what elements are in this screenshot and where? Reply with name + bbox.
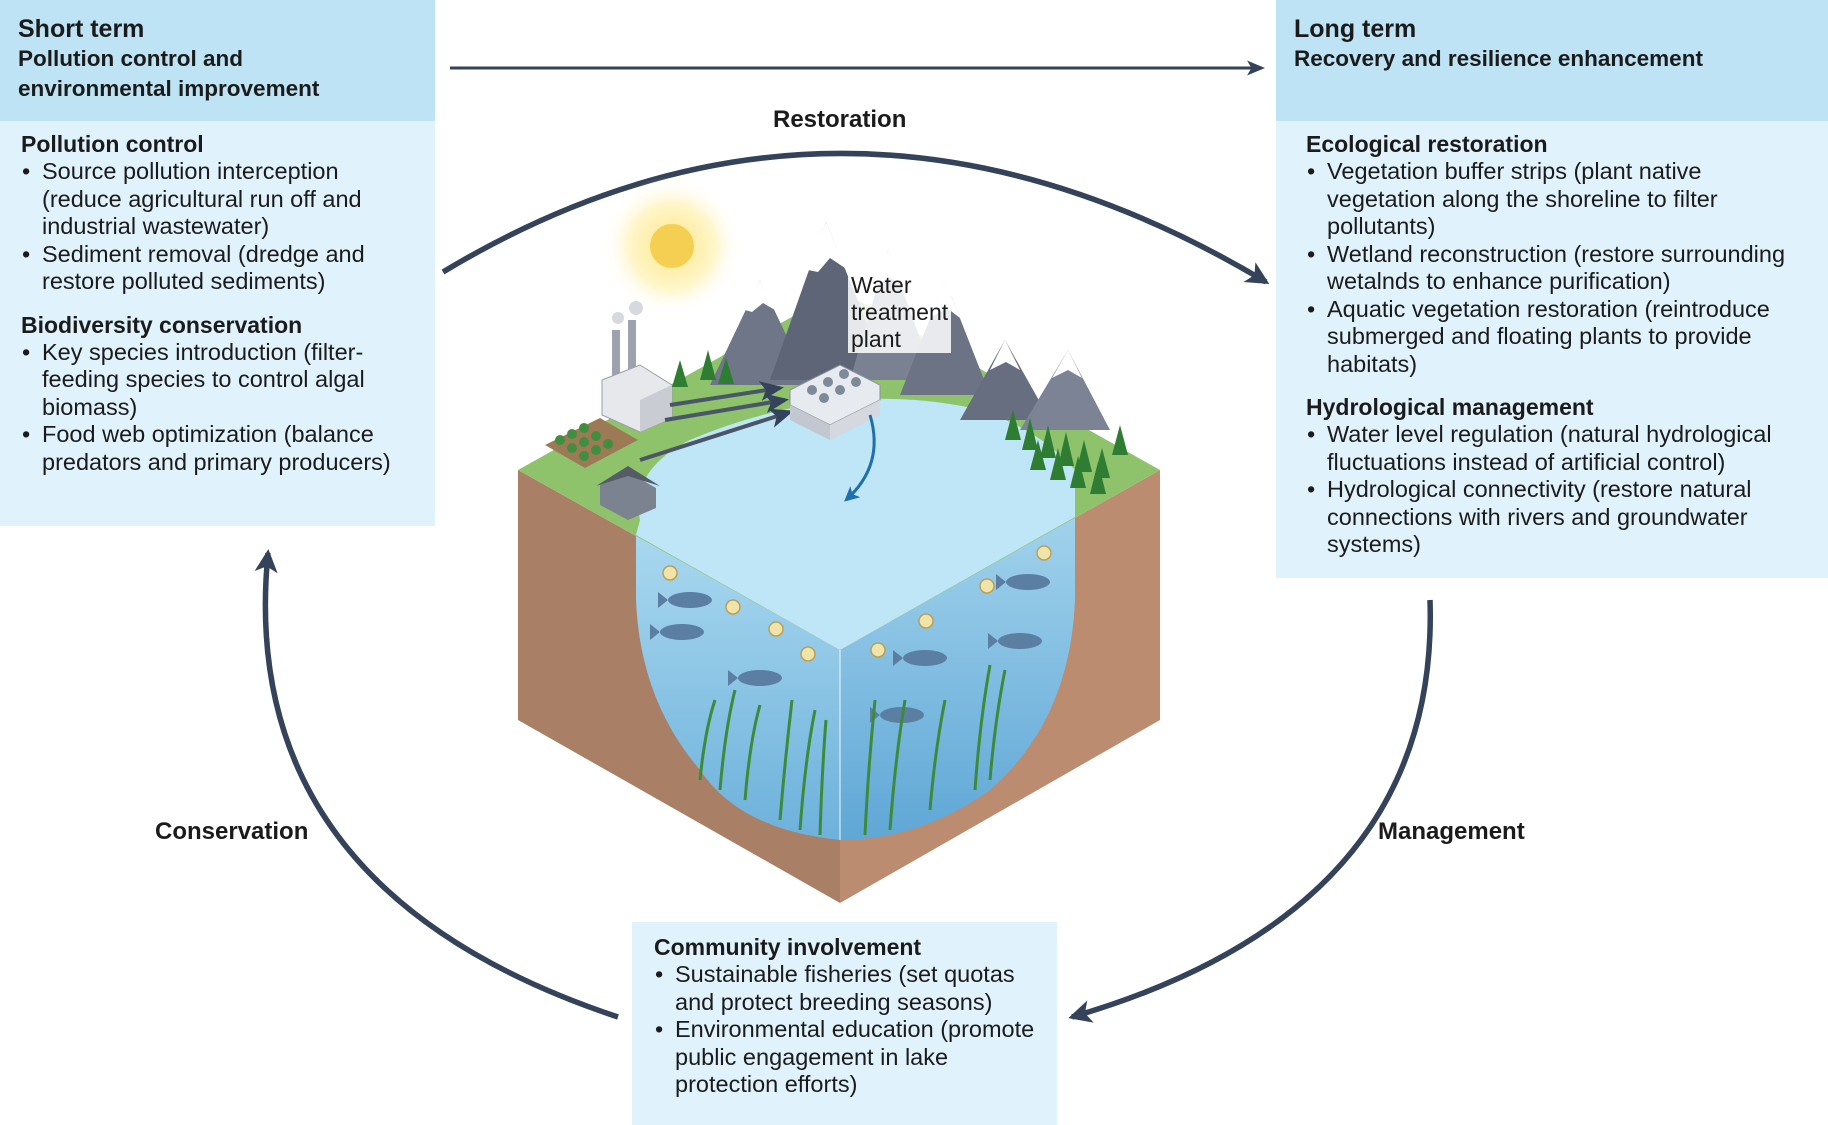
hydrological-management-title: Hydrological management — [1306, 394, 1594, 420]
treated-water-arrow — [844, 414, 876, 502]
pollution-control-title: Pollution control — [21, 131, 204, 157]
long-term-subtitle: Recovery and resilience enhancement — [1294, 46, 1703, 71]
ecological-restoration-title: Ecological restoration — [1306, 131, 1548, 157]
management-arrow — [1068, 599, 1433, 1023]
short-term-panel: Short term Pollution control and environ… — [0, 0, 435, 526]
fish-2 — [650, 624, 704, 640]
long-term-panel: Long term Recovery and resilience enhanc… — [1276, 0, 1828, 578]
house-icon — [596, 466, 660, 520]
fish-1 — [658, 592, 712, 608]
pollution-control-list: Source pollution interception (reduce ag… — [21, 158, 415, 296]
list-item: Food web optimization (balance predators… — [21, 421, 415, 476]
water-right-face — [840, 517, 1075, 840]
long-term-title: Long term — [1294, 15, 1417, 43]
ecological-restoration-list: Vegetation buffer strips (plant native v… — [1306, 158, 1808, 378]
long-term-header: Long term Recovery and resilience enhanc… — [1276, 0, 1828, 121]
farm-field — [545, 418, 638, 468]
biodiversity-conservation-title: Biodiversity conservation — [21, 311, 303, 338]
long-term-content: Ecological restoration Vegetation buffer… — [1276, 121, 1828, 578]
list-item: Wetland reconstruction (restore surround… — [1306, 241, 1808, 296]
short-term-subtitle-1: Pollution control and — [18, 46, 243, 71]
list-item: Aquatic vegetation restoration (reintrod… — [1306, 296, 1808, 379]
sun-icon — [602, 176, 742, 316]
fish-6 — [893, 650, 947, 666]
short-term-content: Pollution control Source pollution inter… — [0, 121, 435, 526]
water-treatment-plant-label: Water treatment plant — [848, 272, 952, 353]
aquatic-plants — [698, 664, 1007, 836]
list-item: Sustainable fisheries (set quotas and pr… — [654, 961, 1037, 1016]
plankton — [662, 545, 1052, 662]
trees — [672, 350, 1128, 494]
fish-4 — [996, 574, 1050, 590]
short-term-header: Short term Pollution control and environ… — [0, 0, 435, 121]
short-term-subtitle-2: environmental improvement — [18, 76, 320, 101]
restoration-arrow — [441, 150, 1270, 285]
list-item: Hydrological connectivity (restore natur… — [1306, 476, 1808, 559]
factory-icon — [601, 301, 673, 433]
management-label: Management — [1378, 818, 1525, 845]
fish-5 — [988, 633, 1042, 649]
fish-3 — [728, 670, 782, 686]
community-involvement-panel: Community involvement Sustainable fisher… — [632, 922, 1057, 1125]
conservation-label: Conservation — [155, 818, 309, 845]
conservation-arrow — [254, 549, 619, 1020]
lake-surface — [636, 398, 1075, 650]
list-item: Sediment removal (dredge and restore pol… — [21, 241, 415, 296]
water-left-face — [636, 535, 840, 840]
list-item: Environmental education (promote public … — [654, 1016, 1037, 1099]
list-item: Key species introduction (filter-feeding… — [21, 339, 415, 422]
list-item: Source pollution interception (reduce ag… — [21, 158, 415, 241]
hydrological-management-list: Water level regulation (natural hydrolog… — [1306, 421, 1808, 559]
list-item: Water level regulation (natural hydrolog… — [1306, 421, 1808, 476]
community-involvement-list: Sustainable fisheries (set quotas and pr… — [654, 961, 1037, 1099]
biodiversity-conservation-list: Key species introduction (filter-feeding… — [21, 339, 415, 477]
short-term-title: Short term — [18, 15, 145, 43]
restoration-label: Restoration — [773, 106, 907, 133]
list-item: Vegetation buffer strips (plant native v… — [1306, 158, 1808, 241]
community-involvement-title: Community involvement — [654, 934, 922, 960]
water-treatment-plant-icon — [789, 364, 881, 440]
